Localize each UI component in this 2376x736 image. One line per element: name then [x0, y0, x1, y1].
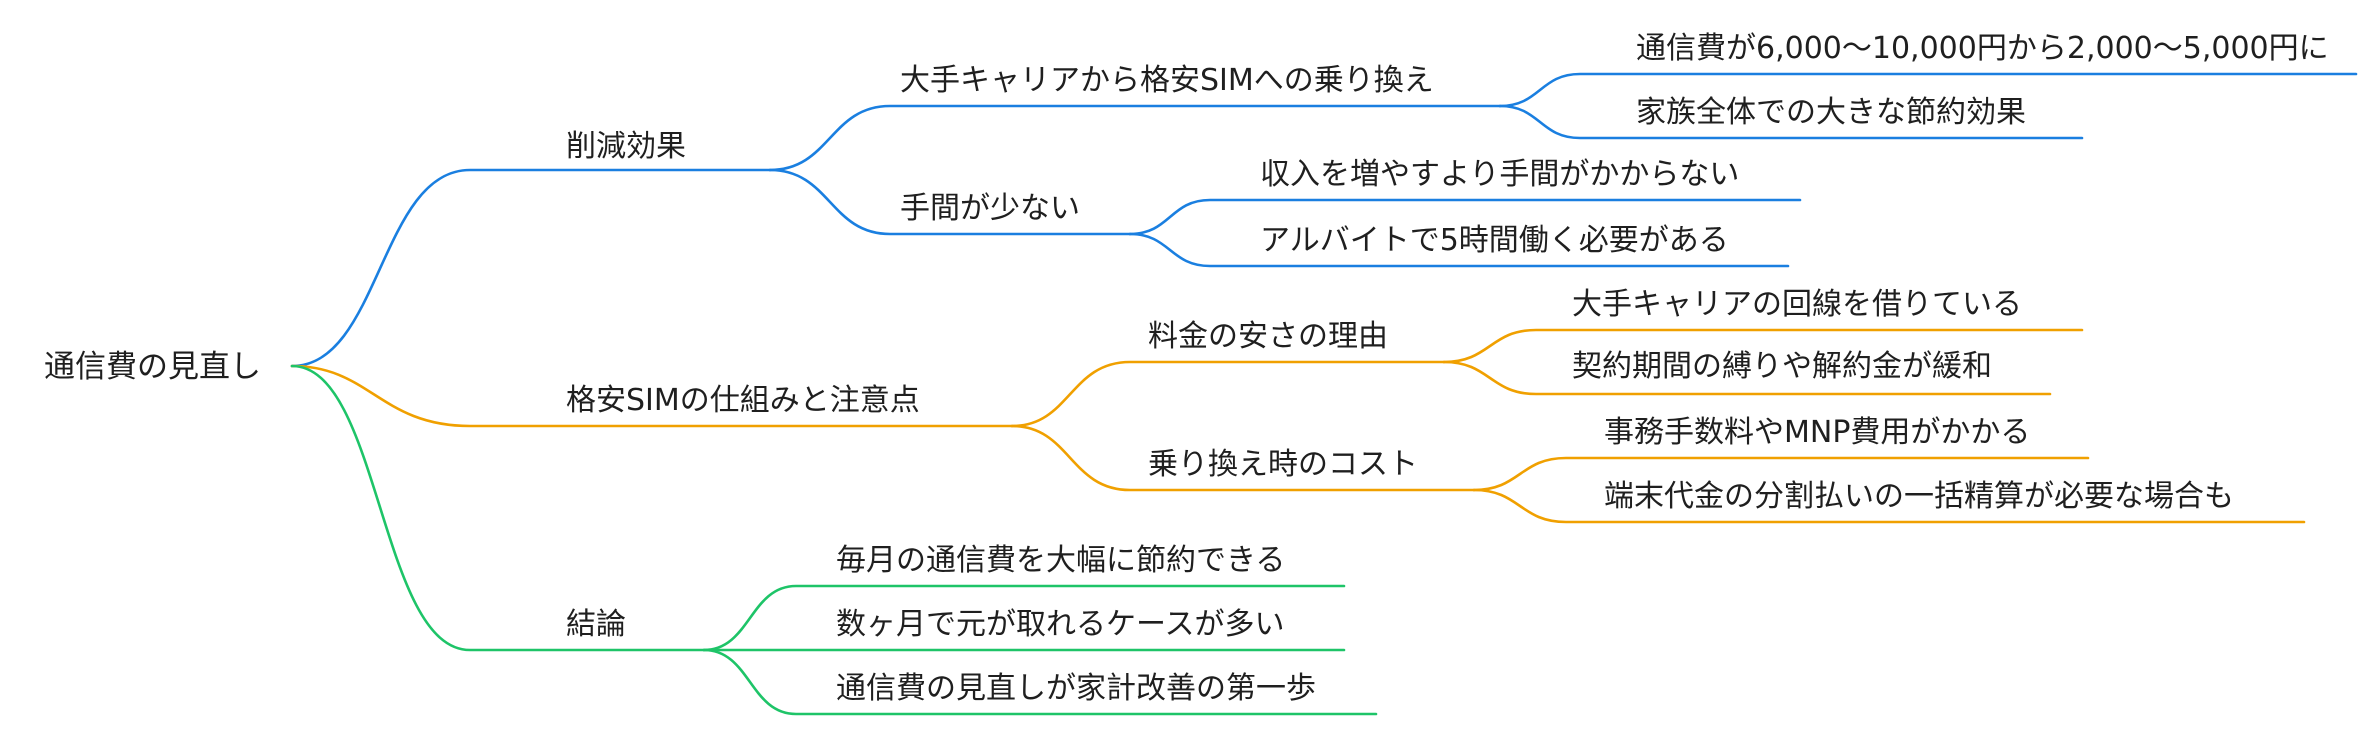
- branch-2-child-2-leaf-2-label: 端末代金の分割払いの一括精算が必要な場合も: [1604, 479, 2234, 514]
- branch-1-child-1-label: 大手キャリアから格安SIMへの乗り換え: [900, 63, 1434, 98]
- branch-2-child-1-leaf-2-connector: [1442, 360, 2052, 396]
- branch-1-child-1-connector: [768, 104, 1502, 172]
- branch-2-child-2-label: 乗り換え時のコスト: [1148, 447, 1418, 482]
- branch-2-child-1-label: 料金の安さの理由: [1148, 319, 1388, 354]
- root-node-label: 通信費の見直し: [44, 349, 261, 385]
- branch-2-child-1-connector: [1010, 360, 1446, 428]
- branch-3-connector: [290, 364, 706, 652]
- branch-1-child-1-leaf-1-label: 通信費が6,000〜10,000円から2,000〜5,000円に: [1636, 31, 2329, 66]
- branch-2-child-2-leaf-2-connector: [1472, 488, 2306, 524]
- branch-2-label: 格安SIMの仕組みと注意点: [566, 383, 920, 418]
- branch-1-connector: [290, 168, 772, 368]
- branch-1-child-1-leaf-2-label: 家族全体での大きな節約効果: [1636, 95, 2026, 130]
- branch-3-leaf-3-label: 通信費の見直しが家計改善の第一歩: [836, 671, 1316, 706]
- branch-1-child-1-leaf-2-connector: [1498, 104, 2084, 140]
- branch-1-child-2-leaf-1-label: 収入を増やすより手間がかからない: [1260, 157, 1740, 192]
- branch-3-leaf-3-connector: [702, 648, 1378, 716]
- branch-2-child-1-leaf-1-connector: [1442, 328, 2084, 364]
- branch-1-child-2-leaf-2-connector: [1128, 232, 1790, 268]
- branch-1-child-2-label: 手間が少ない: [900, 191, 1080, 226]
- branch-2-child-2-connector: [1010, 424, 1476, 492]
- branch-3-leaf-1-label: 毎月の通信費を大幅に節約できる: [836, 543, 1286, 578]
- branch-1-label: 削減効果: [566, 129, 686, 164]
- branch-2-child-1-leaf-2-label: 契約期間の縛りや解約金が緩和: [1572, 349, 1992, 384]
- branch-2-connector: [290, 364, 1014, 428]
- branch-2-child-2-leaf-1-label: 事務手数料やMNP費用がかかる: [1604, 415, 2031, 450]
- branch-1-child-1-leaf-1-connector: [1498, 72, 2358, 108]
- branch-3-leaf-1-connector: [702, 584, 1346, 652]
- branch-2-child-1-leaf-1-label: 大手キャリアの回線を借りている: [1572, 287, 2022, 322]
- branch-1-child-2-leaf-1-connector: [1128, 198, 1802, 236]
- branch-1-child-2-leaf-2-label: アルバイトで5時間働く必要がある: [1260, 223, 1729, 258]
- branch-2-child-2-leaf-1-connector: [1472, 456, 2090, 492]
- branch-1-child-2-connector: [768, 168, 1132, 236]
- branch-3-label: 結論: [566, 607, 626, 642]
- branch-3-leaf-2-label: 数ヶ月で元が取れるケースが多い: [836, 607, 1285, 642]
